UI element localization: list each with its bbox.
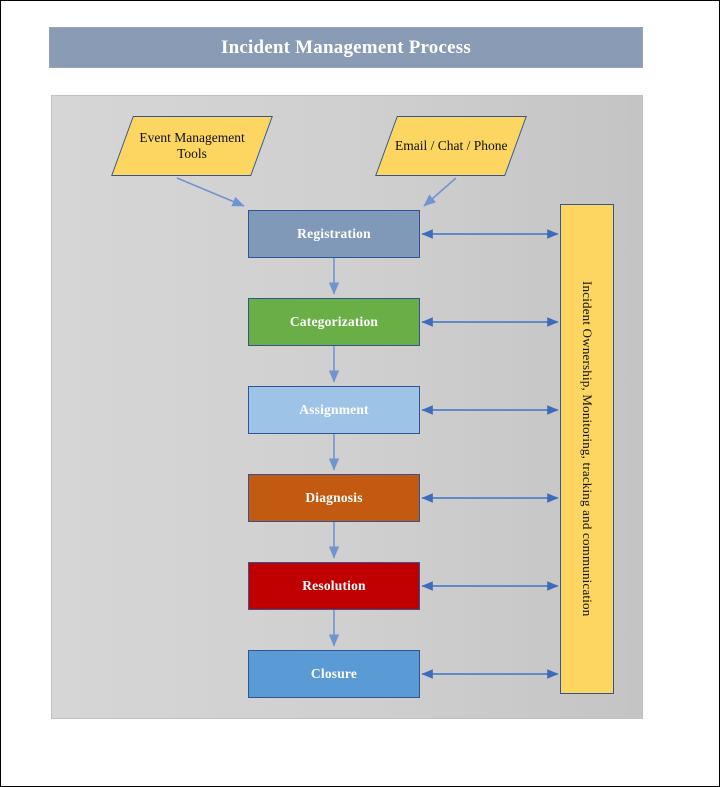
process-box-label: Closure [310,666,358,681]
process-box-label: Assignment [299,402,369,417]
arrow-email-chat-to-registration [423,177,457,207]
process-box-label: Registration [297,226,371,241]
side-panel-label: Incident Ownership, Monitoring, tracking… [580,281,595,617]
diagram-title-bar: Incident Management Process [49,27,643,68]
process-box-registration[interactable]: Registration [248,210,420,258]
input-shape-label: Email / Chat / Phone [394,138,508,154]
input-shape-label: Event Management Tools [139,130,245,161]
process-box-label: Diagnosis [305,490,363,505]
process-box-assignment[interactable]: Assignment [248,386,420,434]
diagram-canvas: Event Management Tools Email / Chat / Ph… [51,95,643,719]
input-shape-event-management-tools[interactable]: Event Management Tools [111,116,273,176]
process-box-resolution[interactable]: Resolution [248,562,420,610]
process-box-closure[interactable]: Closure [248,650,420,698]
page-title: Incident Management Process [221,36,471,58]
process-box-diagnosis[interactable]: Diagnosis [248,474,420,522]
process-box-categorization[interactable]: Categorization [248,298,420,346]
input-shape-email-chat-phone[interactable]: Email / Chat / Phone [375,116,527,176]
process-box-label: Resolution [302,578,366,593]
side-panel-incident-ownership[interactable]: Incident Ownership, Monitoring, tracking… [560,204,614,694]
process-box-label: Categorization [289,314,379,329]
arrow-event-tools-to-registration [176,177,245,207]
